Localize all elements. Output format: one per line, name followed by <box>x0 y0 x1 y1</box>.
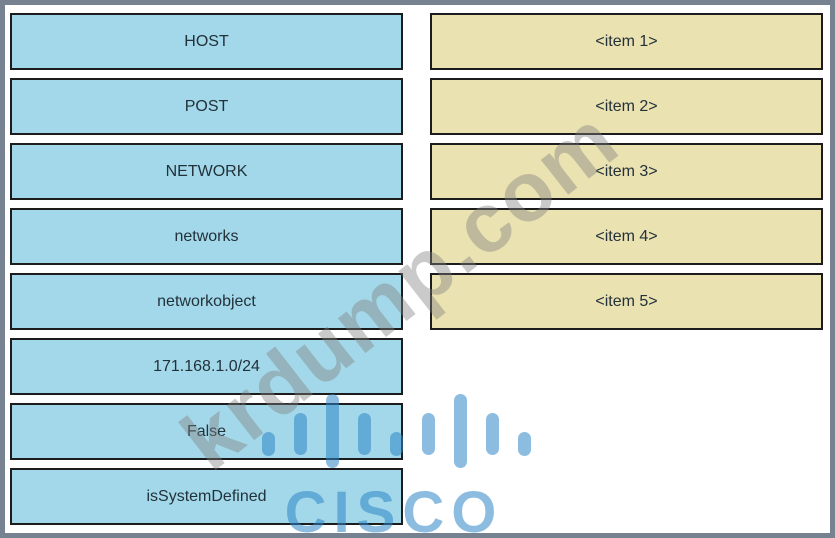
drag-option-label: NETWORK <box>165 162 248 180</box>
cisco-bridge-bars-icon <box>422 413 435 455</box>
drop-target-label: <item 2> <box>595 97 658 115</box>
cisco-bridge-bars-icon <box>486 413 499 455</box>
drop-target-label: <item 5> <box>595 292 658 310</box>
drag-option-label: HOST <box>184 32 229 50</box>
drag-option-label: POST <box>184 97 229 115</box>
drop-target-label: <item 3> <box>595 162 658 180</box>
drag-option-label: isSystemDefined <box>146 487 267 505</box>
drag-option-post[interactable]: POST <box>10 78 403 135</box>
drag-option-network[interactable]: NETWORK <box>10 143 403 200</box>
drop-target-item-5[interactable]: <item 5> <box>430 273 823 330</box>
drop-target-item-4[interactable]: <item 4> <box>430 208 823 265</box>
cisco-bridge-bars-icon <box>454 394 467 468</box>
drop-target-item-1[interactable]: <item 1> <box>430 13 823 70</box>
drag-option-label: False <box>186 422 227 440</box>
drag-option-false[interactable]: False <box>10 403 403 460</box>
drag-option-issystemdefined[interactable]: isSystemDefined <box>10 468 403 525</box>
drop-target-label: <item 1> <box>595 32 658 50</box>
drag-option-networks[interactable]: networks <box>10 208 403 265</box>
drag-option-label: 171.168.1.0/24 <box>153 357 260 375</box>
drop-target-item-2[interactable]: <item 2> <box>430 78 823 135</box>
drop-target-item-3[interactable]: <item 3> <box>430 143 823 200</box>
cisco-bridge-bars-icon <box>518 432 531 456</box>
drop-target-label: <item 4> <box>595 227 658 245</box>
drag-option-host[interactable]: HOST <box>10 13 403 70</box>
drag-option-ip-subnet[interactable]: 171.168.1.0/24 <box>10 338 403 395</box>
drag-option-label: networkobject <box>157 292 256 310</box>
drag-option-label: networks <box>174 227 239 245</box>
drag-option-networkobject[interactable]: networkobject <box>10 273 403 330</box>
